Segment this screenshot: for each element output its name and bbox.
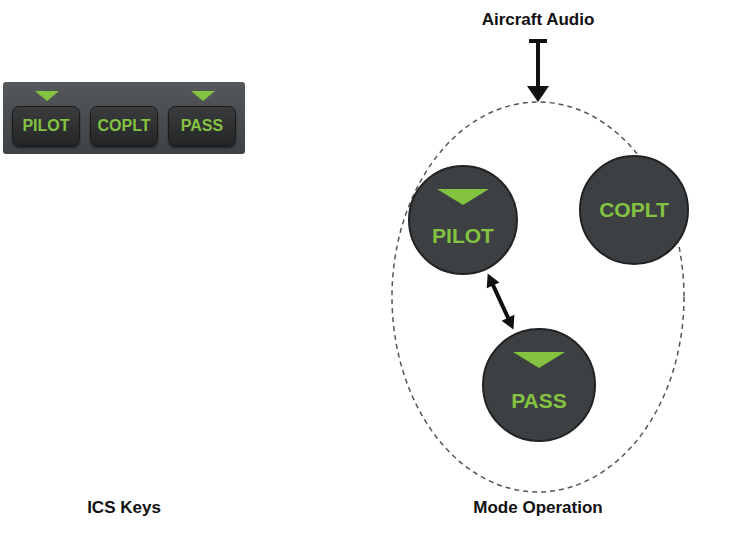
mode-circle: PASS (482, 328, 596, 442)
active-indicator (437, 189, 489, 205)
caption: Mode Operation (390, 498, 686, 518)
indicator-triangle (35, 91, 59, 101)
ics-key: PASS (168, 106, 236, 146)
active-indicator (35, 91, 59, 101)
ics-key: PILOT (12, 106, 80, 146)
ics-key: COPLT (90, 106, 158, 146)
arrow-shaft (536, 41, 540, 88)
key-label: PILOT (410, 223, 516, 248)
mode-circle: PILOT (408, 165, 518, 275)
key-label: COPLT (91, 116, 157, 135)
ics-key-panel: ICS KeysPILOTCOPLTPASS (3, 82, 245, 154)
key-label: PILOT (13, 116, 79, 135)
mode-region: Mode OperationPILOTCOPLTPASS (390, 100, 686, 494)
key-label: PASS (169, 116, 235, 135)
indicator-triangle (191, 91, 215, 101)
arrow-head (502, 315, 515, 330)
indicator-triangle (437, 189, 489, 205)
active-indicator (513, 352, 565, 368)
connector-line (492, 283, 509, 321)
arrow-head (487, 274, 500, 289)
mode-connector (487, 274, 515, 330)
source-label: Aircraft Audio (438, 10, 638, 30)
key-label: PASS (484, 388, 594, 413)
indicator-triangle (513, 352, 565, 368)
key-label: COPLT (581, 197, 687, 222)
arrow-head (527, 86, 549, 102)
mode-circle: COPLT (579, 155, 689, 265)
active-indicator (191, 91, 215, 101)
caption: ICS Keys (3, 498, 245, 518)
